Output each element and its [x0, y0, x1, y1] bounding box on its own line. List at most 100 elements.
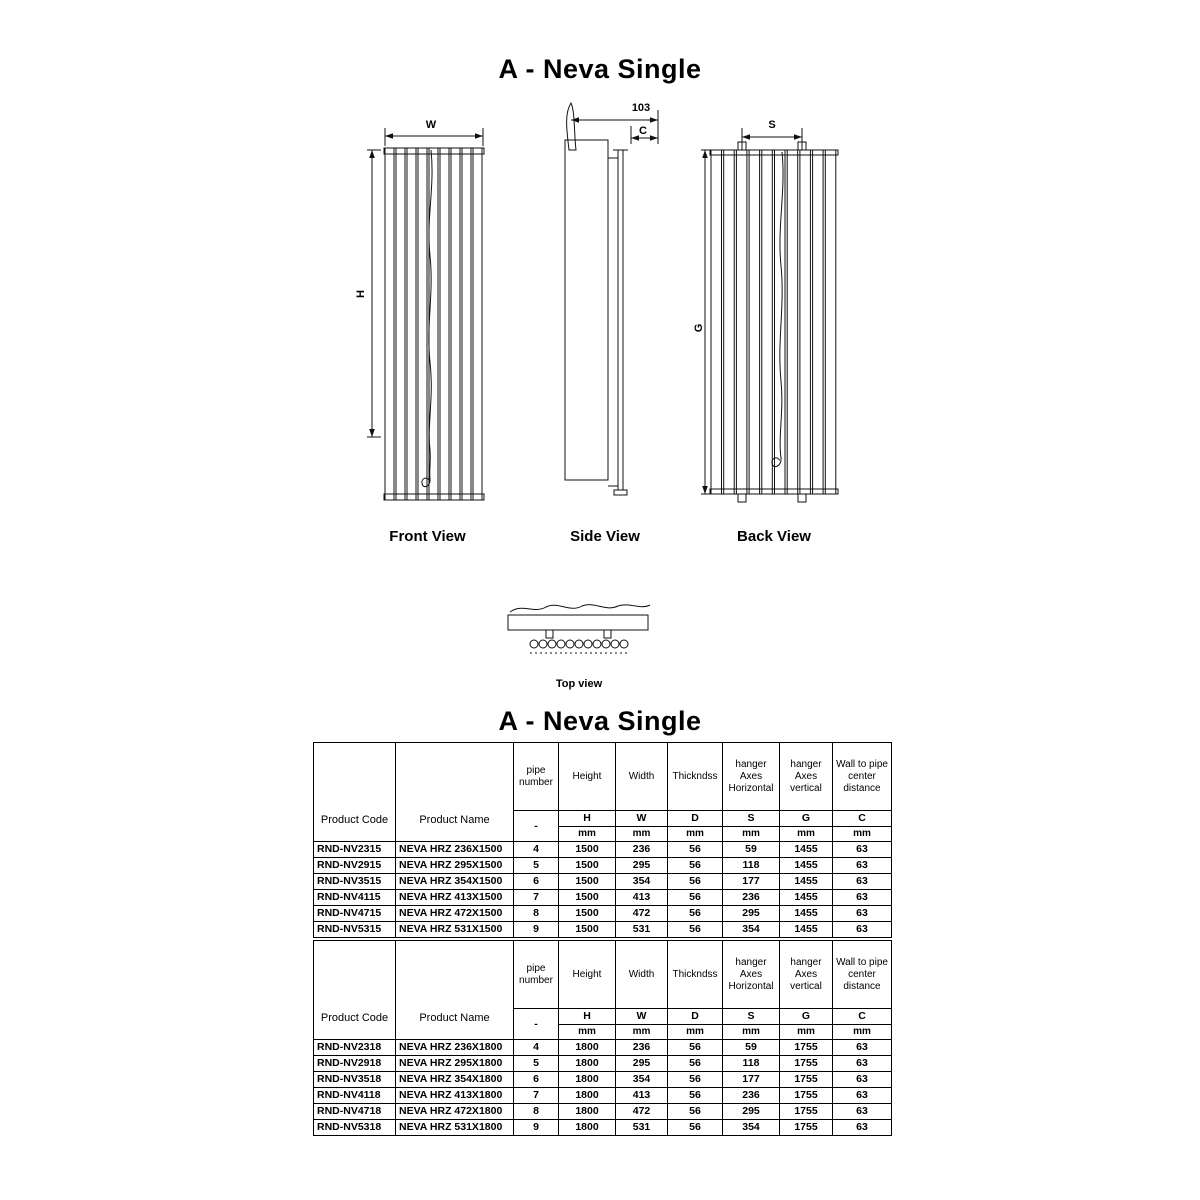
table-cell: 63: [832, 841, 892, 858]
table-cell: 1455: [779, 889, 833, 906]
table-cell: 7: [513, 1087, 559, 1104]
table-cell: NEVA HRZ 531X1800: [395, 1119, 514, 1136]
col-header-width: Width: [615, 940, 668, 1009]
table-cell: 9: [513, 921, 559, 938]
table-cell: 236: [722, 889, 780, 906]
table-cell: 1500: [558, 873, 616, 890]
table-cell: 5: [513, 857, 559, 874]
symbol-header: H: [558, 1008, 616, 1025]
table-cell: RND-NV2315: [313, 841, 396, 858]
table-cell: NEVA HRZ 413X1800: [395, 1087, 514, 1104]
table-cell: 59: [722, 1039, 780, 1056]
table-cell: RND-NV5318: [313, 1119, 396, 1136]
table-cell: 1755: [779, 1119, 833, 1136]
col-header-hanger_v: hanger Axes vertical: [779, 940, 833, 1009]
table-cell: 1800: [558, 1039, 616, 1056]
col-header-width: Width: [615, 742, 668, 811]
table-cell: 177: [722, 1071, 780, 1088]
table-cell: 1500: [558, 857, 616, 874]
table-cell: 56: [667, 841, 723, 858]
table-cell: 56: [667, 905, 723, 922]
table-cell: 56: [667, 889, 723, 906]
unit-header: mm: [558, 826, 616, 842]
col-header-thickness: Thickndss: [667, 940, 723, 1009]
table-cell: 1455: [779, 857, 833, 874]
table-cell: 63: [832, 1119, 892, 1136]
dim-g-label: G: [693, 324, 705, 333]
top-view-drawing: [507, 604, 651, 654]
unit-header: mm: [779, 826, 833, 842]
col-header-pipe: pipe number: [513, 742, 559, 811]
table-cell: 472: [615, 1103, 668, 1120]
table-cell: RND-NV2918: [313, 1055, 396, 1072]
table-cell: 236: [615, 841, 668, 858]
symbol-header: C: [832, 810, 892, 827]
table-cell: 56: [667, 1087, 723, 1104]
table-cell: NEVA HRZ 413X1500: [395, 889, 514, 906]
dim-c-label: C: [639, 125, 647, 137]
cable-line: [421, 149, 433, 488]
table-cell: NEVA HRZ 472X1500: [395, 905, 514, 922]
unit-header: mm: [722, 826, 780, 842]
table-cell: NEVA HRZ 295X1500: [395, 857, 514, 874]
dim-h-label: H: [355, 290, 367, 298]
table-cell: 1500: [558, 905, 616, 922]
table-cell: NEVA HRZ 354X1800: [395, 1071, 514, 1088]
col-header-product-name: Product Name: [395, 742, 514, 842]
table-cell: 1755: [779, 1039, 833, 1056]
table-cell: 1800: [558, 1055, 616, 1072]
unit-header: mm: [615, 826, 668, 842]
col-header-hanger_h: hanger Axes Horizontal: [722, 742, 780, 811]
table-cell: 531: [615, 921, 668, 938]
unit-header: mm: [832, 826, 892, 842]
table-cell: 295: [722, 1103, 780, 1120]
table-cell: 63: [832, 1087, 892, 1104]
col-header-hanger_v: hanger Axes vertical: [779, 742, 833, 811]
table-cell: 63: [832, 921, 892, 938]
table-cell: 236: [615, 1039, 668, 1056]
table-cell: 63: [832, 1055, 892, 1072]
table-cell: 354: [615, 873, 668, 890]
symbol-header: -: [513, 1008, 559, 1040]
table-cell: 1800: [558, 1119, 616, 1136]
back-view-caption: Back View: [737, 528, 811, 545]
col-header-pipe: pipe number: [513, 940, 559, 1009]
table-cell: 6: [513, 1071, 559, 1088]
col-header-product-code: Product Code: [313, 940, 396, 1040]
table-cell: 1455: [779, 873, 833, 890]
table-cell: 1500: [558, 841, 616, 858]
table-cell: 1755: [779, 1055, 833, 1072]
table-cell: 7: [513, 889, 559, 906]
table-cell: 8: [513, 1103, 559, 1120]
symbol-header: S: [722, 1008, 780, 1025]
table-cell: 56: [667, 921, 723, 938]
table-cell: 531: [615, 1119, 668, 1136]
table-cell: RND-NV4715: [313, 905, 396, 922]
table-title: A - Neva Single: [498, 706, 702, 736]
symbol-header: D: [667, 810, 723, 827]
symbol-header: C: [832, 1008, 892, 1025]
table-cell: 236: [722, 1087, 780, 1104]
unit-header: mm: [722, 1024, 780, 1040]
col-header-product-name: Product Name: [395, 940, 514, 1040]
table-cell: 63: [832, 1071, 892, 1088]
side-view-drawing: 103 C: [564, 101, 659, 496]
table-cell: 1455: [779, 921, 833, 938]
symbol-header: -: [513, 810, 559, 842]
table-cell: 1800: [558, 1103, 616, 1120]
symbol-header: D: [667, 1008, 723, 1025]
table-cell: 1755: [779, 1087, 833, 1104]
table-cell: 413: [615, 1087, 668, 1104]
table-cell: 472: [615, 905, 668, 922]
table-cell: 59: [722, 841, 780, 858]
table-cell: NEVA HRZ 236X1800: [395, 1039, 514, 1056]
table-cell: 1800: [558, 1087, 616, 1104]
table-cell: 56: [667, 857, 723, 874]
